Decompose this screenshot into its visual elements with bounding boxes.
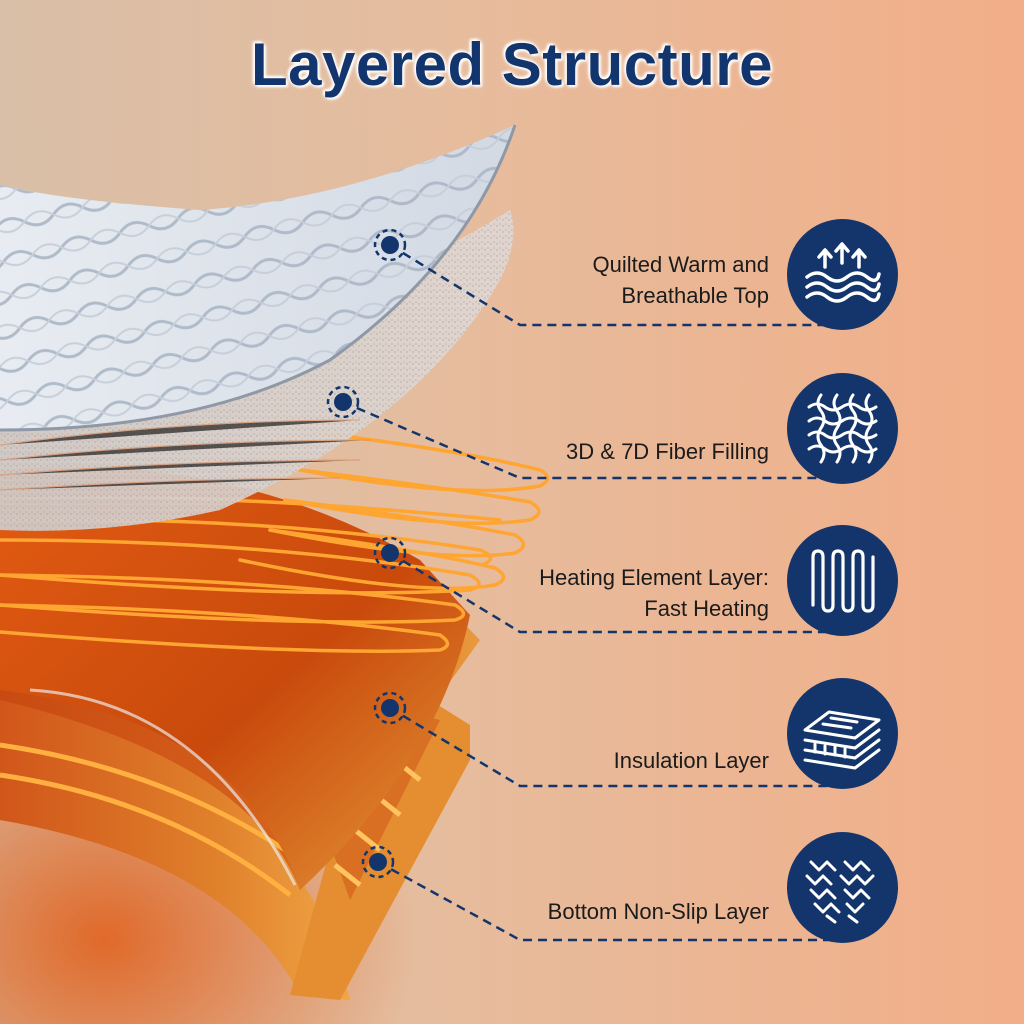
label-line: Breathable Top xyxy=(621,283,769,308)
label-quilted-top: Quilted Warm and Breathable Top xyxy=(593,249,769,311)
heating-coil-icon xyxy=(787,525,898,636)
label-heating-element: Heating Element Layer: Fast Heating xyxy=(539,562,769,624)
label-fiber-filling: 3D & 7D Fiber Filling xyxy=(566,436,769,467)
label-line: Quilted Warm and xyxy=(592,252,769,277)
label-insulation: Insulation Layer xyxy=(614,745,769,776)
page-title: Layered Structure xyxy=(250,31,773,98)
leader-lines xyxy=(342,243,830,942)
woven-fiber-icon xyxy=(787,373,898,484)
label-line: 3D & 7D Fiber Filling xyxy=(566,439,769,464)
non-slip-texture-icon xyxy=(787,832,898,943)
waves-with-arrows-icon xyxy=(787,219,898,330)
label-line: Bottom Non-Slip Layer xyxy=(547,899,769,924)
label-bottom-non-slip: Bottom Non-Slip Layer xyxy=(548,896,769,927)
bottom-layer-shape xyxy=(0,660,350,1000)
connector-dots xyxy=(326,228,407,879)
layered-sheets-icon xyxy=(787,678,898,789)
label-line: Heating Element Layer: xyxy=(539,565,769,590)
label-line: Fast Heating xyxy=(644,596,769,621)
heating-layer-shape xyxy=(0,466,470,890)
label-line: Insulation Layer xyxy=(613,748,769,773)
